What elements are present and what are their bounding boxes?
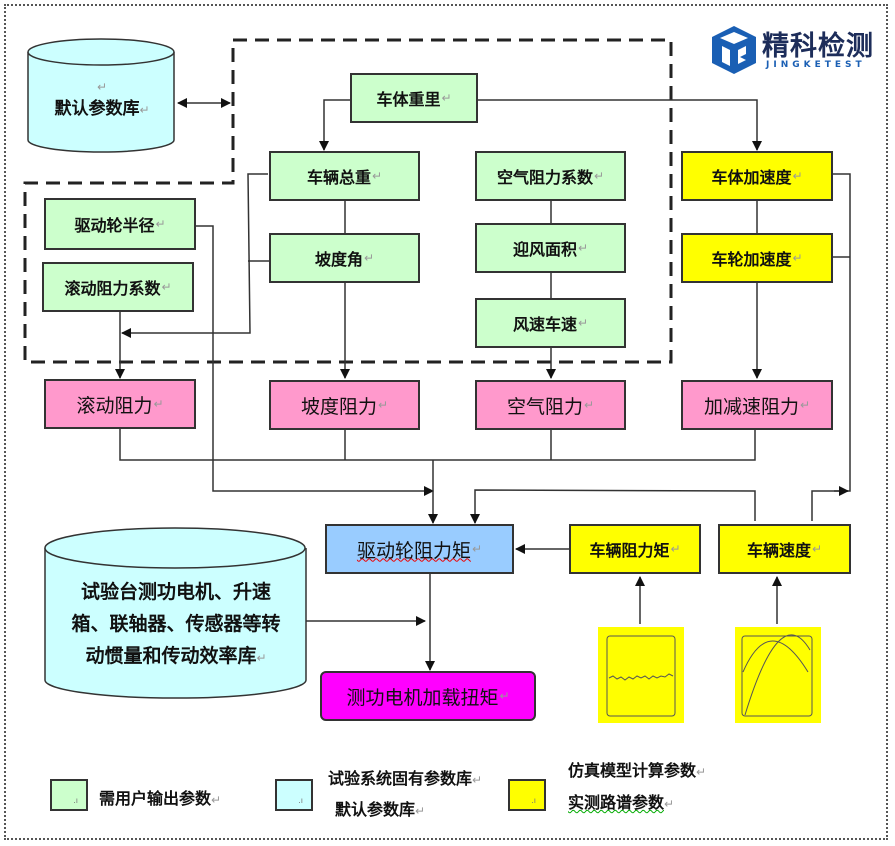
node-slope-resistance: 坡度阻力↵ — [269, 380, 420, 430]
node-frontal-area: 迎风面积↵ — [475, 223, 626, 273]
node-body-acceleration: 车体加速度↵ — [681, 151, 833, 201]
node-wind-vehicle-speed: 风速车速↵ — [475, 298, 626, 348]
node-air-drag-coefficient: 空气阻力系数↵ — [475, 151, 626, 201]
speed-spectrum-thumbnail — [735, 627, 821, 723]
flat-noisy-signal-icon — [608, 673, 674, 681]
node-vehicle-resistance-torque: 车辆阻力矩↵ — [569, 524, 701, 574]
user-input-region-border — [23, 38, 673, 364]
default-params-database-cylinder — [27, 38, 175, 153]
node-slope-angle: 坡度角↵ — [269, 233, 420, 283]
node-rolling-resistance: 滚动阻力↵ — [44, 379, 196, 429]
legend-label-system-db-line2: 默认参数库↵ — [335, 800, 426, 819]
node-air-resistance: 空气阻力↵ — [475, 380, 626, 430]
legend-swatch-system-db: .ı — [275, 779, 313, 811]
legend-label-sim-line1: 仿真模型计算参数↵ — [568, 761, 707, 780]
legend-label-user-input: 需用户输出参数↵ — [99, 789, 222, 808]
node-drive-wheel-radius: 驱动轮半径↵ — [44, 198, 196, 250]
node-rolling-resistance-coefficient: 滚动阻力系数↵ — [42, 262, 194, 312]
node-vehicle-speed: 车辆速度↵ — [718, 524, 851, 574]
logo-subtitle: JINGKETEST — [766, 60, 866, 70]
legend-label-system-db-line1: 试验系统固有参数库↵ — [328, 769, 483, 788]
legend-swatch-user-input: .ı — [50, 779, 88, 811]
company-logo: 精科检测 JINGKETEST — [710, 24, 880, 80]
diagram-frame — [4, 4, 888, 840]
node-body-weight: 车体重里↵ — [350, 73, 478, 123]
logo-name: 精科检测 — [762, 31, 874, 62]
inertia-efficiency-database-label: 试验台测功电机、升速 箱、联轴器、传感器等转 动惯量和传动效率库↵ — [71, 581, 281, 667]
cube-logo-icon — [712, 26, 756, 74]
node-acceleration-resistance: 加减速阻力↵ — [681, 380, 833, 430]
node-vehicle-total-weight: 车辆总重↵ — [269, 151, 420, 201]
legend-swatch-sim-measured: .ı — [508, 779, 546, 811]
node-drive-wheel-resistance-torque: 驱动轮阻力矩↵ — [325, 524, 514, 574]
node-dyno-load-torque: 测功电机加载扭矩↵ — [320, 671, 536, 721]
torque-spectrum-thumbnail — [598, 627, 684, 723]
legend-label-sim-line2: 实测路谱参数↵ — [568, 793, 675, 812]
node-wheel-acceleration: 车轮加速度↵ — [681, 233, 833, 283]
inertia-efficiency-database-cylinder — [44, 527, 307, 699]
default-params-database-label: ↵ 默认参数库↵ — [54, 80, 150, 119]
arch-curves-signal-icon — [742, 640, 809, 673]
